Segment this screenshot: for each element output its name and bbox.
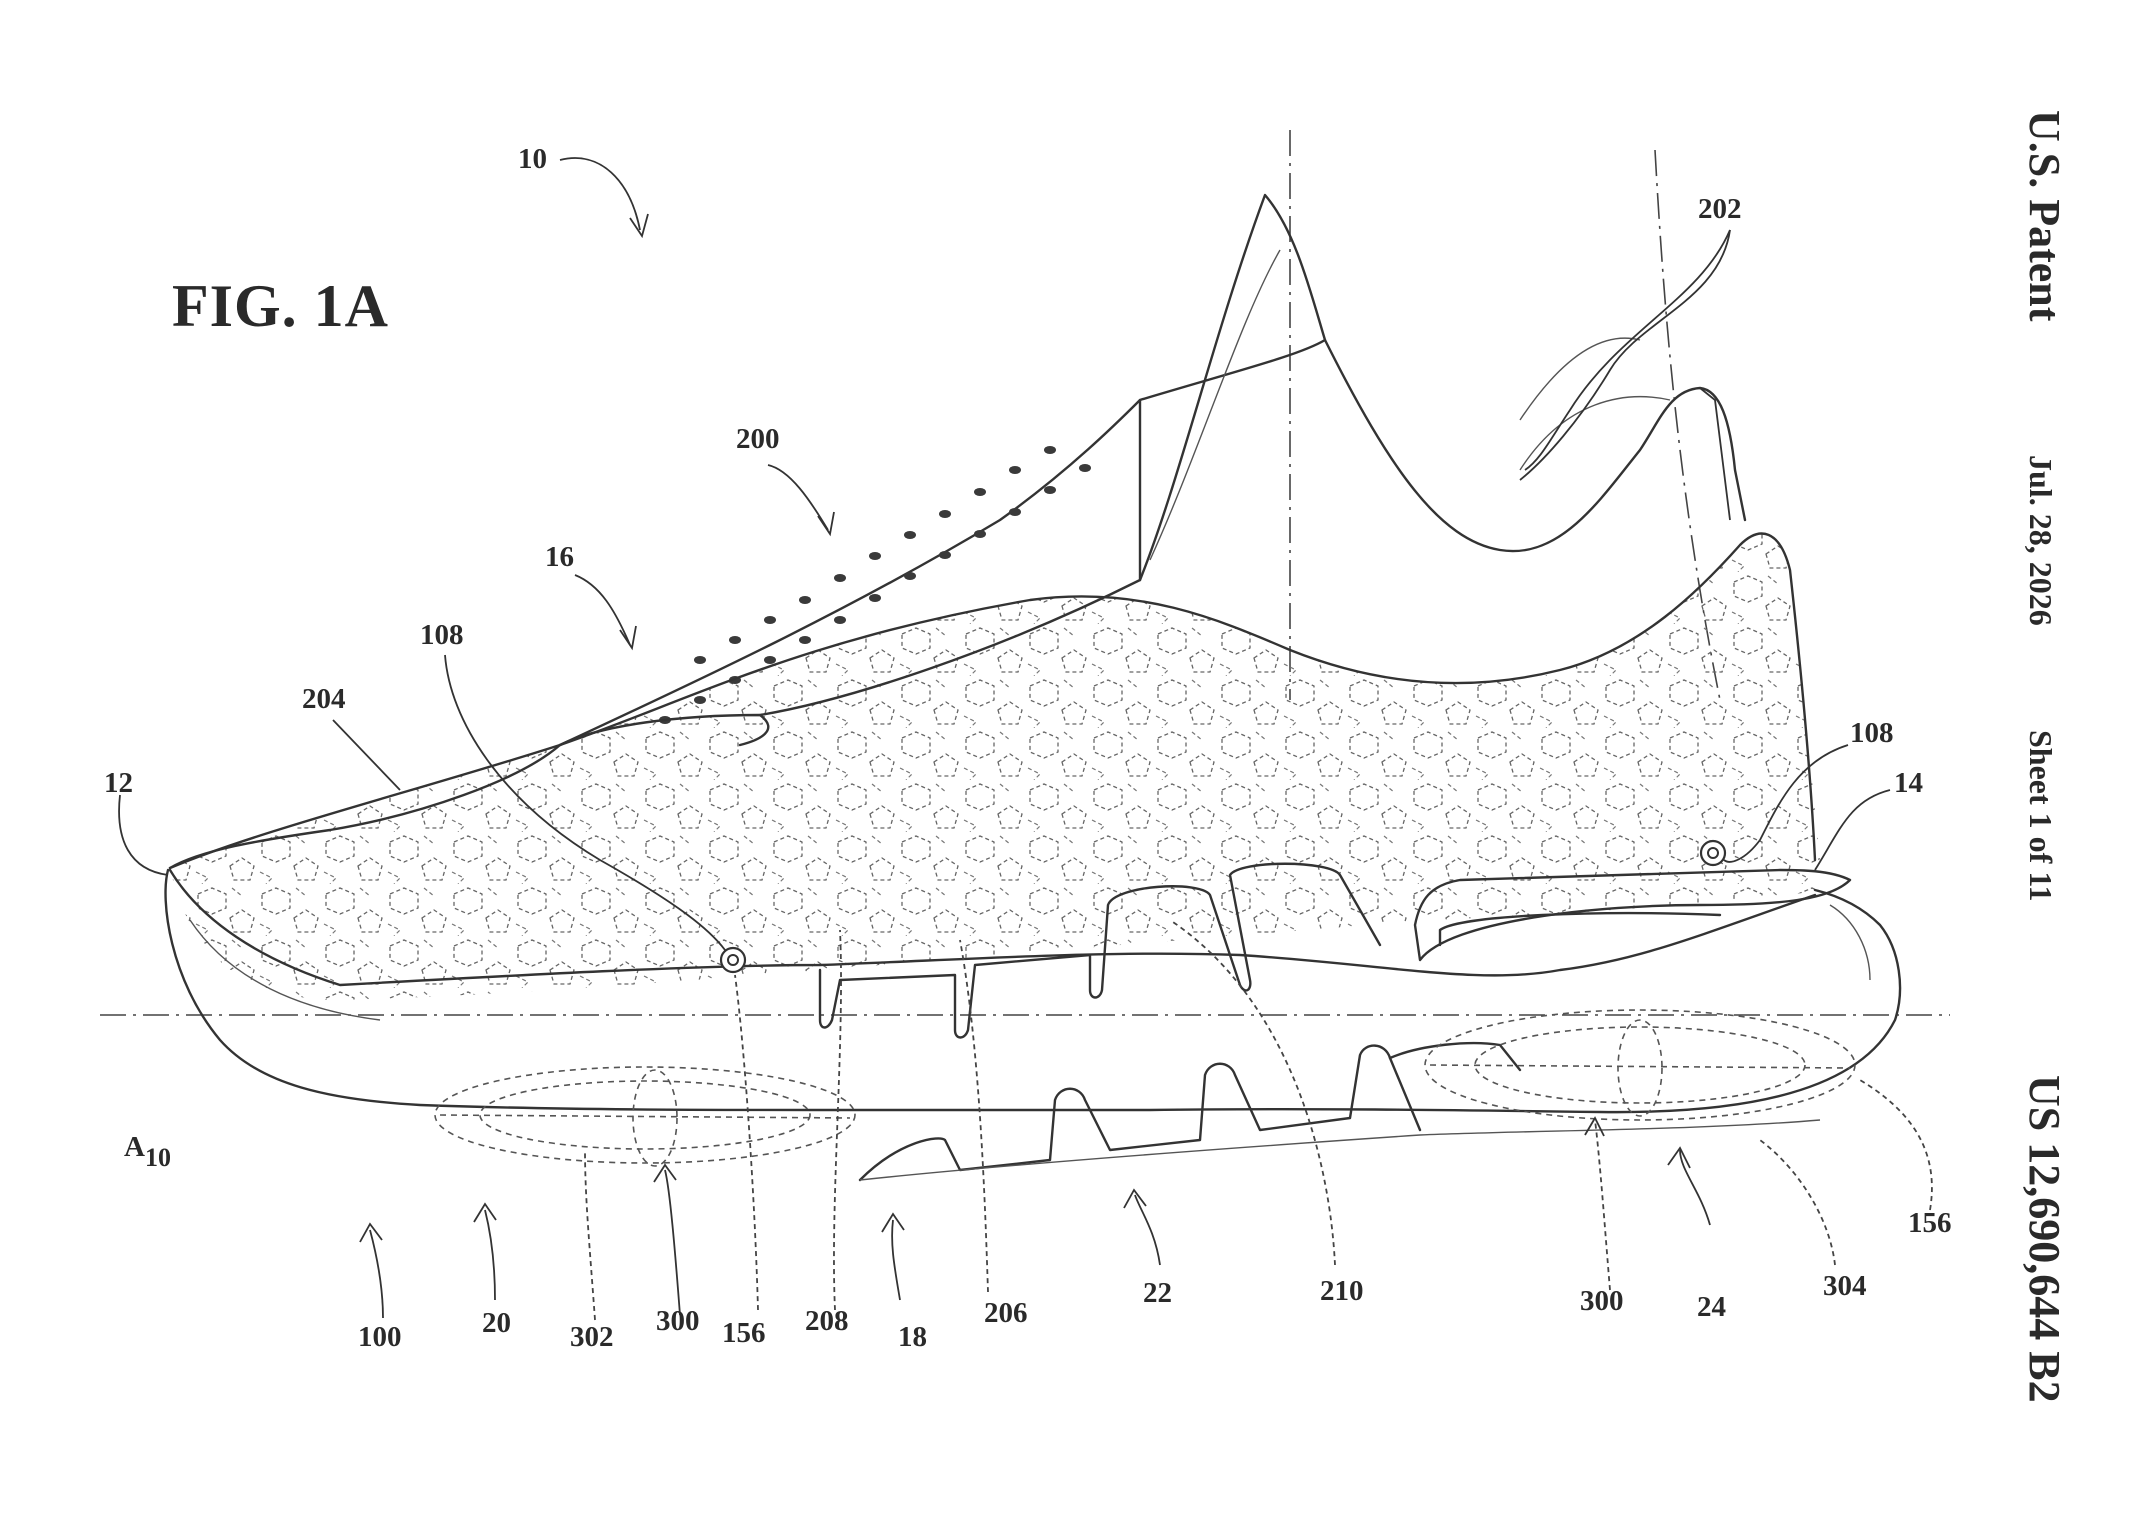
- ref-300-right: 300: [1580, 1285, 1624, 1317]
- ref-300-left: 300: [656, 1305, 700, 1337]
- header-sheet: Sheet 1 of 11: [2023, 730, 2059, 902]
- ref-108-right: 108: [1850, 717, 1894, 749]
- midsole-outline: [164, 868, 1902, 1114]
- outsole-lugs: [818, 862, 1382, 1039]
- ref-10: 10: [518, 143, 547, 175]
- lace-panel: [558, 398, 1142, 747]
- cushion-pod-heel: [1424, 1009, 1856, 1121]
- ref-14: 14: [1894, 767, 1923, 799]
- patent-header: U.S. Patent Jul. 28, 2026 Sheet 1 of 11 …: [2020, 110, 2069, 1403]
- reference-numerals: 10 202 200 16 108 204 12 108 14 156 304 …: [104, 143, 1952, 1353]
- figure-label: FIG. 1A: [172, 273, 389, 339]
- ref-18: 18: [898, 1321, 927, 1353]
- ref-100: 100: [358, 1321, 402, 1353]
- fastening-point-left: [719, 946, 747, 974]
- heel-sock: [1323, 338, 1747, 553]
- header-office: U.S. Patent: [2020, 110, 2069, 322]
- ref-16: 16: [545, 541, 574, 573]
- fastening-point-right: [1699, 839, 1727, 867]
- ref-206: 206: [984, 1297, 1028, 1329]
- ref-20: 20: [482, 1307, 511, 1339]
- ref-24: 24: [1697, 1291, 1726, 1323]
- header-date: Jul. 28, 2026: [2023, 455, 2059, 626]
- heel-counter: [1413, 868, 1852, 962]
- midsole-top-edge: [168, 868, 1817, 987]
- collar-liner: [1138, 193, 1327, 582]
- ref-210: 210: [1320, 1275, 1364, 1307]
- ref-22: 22: [1143, 1277, 1172, 1309]
- ref-204: 204: [302, 683, 346, 715]
- shoe-drawing: [164, 193, 1902, 1182]
- ref-304: 304: [1823, 1270, 1867, 1302]
- throat: [558, 713, 770, 747]
- toe-cap: [168, 743, 562, 870]
- ref-202: 202: [1698, 193, 1742, 225]
- outsole-lower-lugs: [858, 1044, 1422, 1182]
- ref-156-right: 156: [1908, 1207, 1952, 1239]
- leader-lines: [118, 157, 1933, 1321]
- knit-upper-texture: [170, 533, 1830, 1000]
- ref-156-left: 156: [722, 1317, 766, 1349]
- cushion-pod-forefoot: [434, 1066, 856, 1167]
- ref-302: 302: [570, 1321, 614, 1353]
- ref-208: 208: [805, 1305, 849, 1337]
- header-patent-number: US 12,690,644 B2: [2020, 1075, 2069, 1403]
- ref-200: 200: [736, 423, 780, 455]
- construction-lines: [100, 130, 1950, 1016]
- axis-label: A10: [124, 1131, 171, 1172]
- eyelet-holes: [659, 446, 1091, 724]
- ref-12: 12: [104, 767, 133, 799]
- ref-108-left: 108: [420, 619, 464, 651]
